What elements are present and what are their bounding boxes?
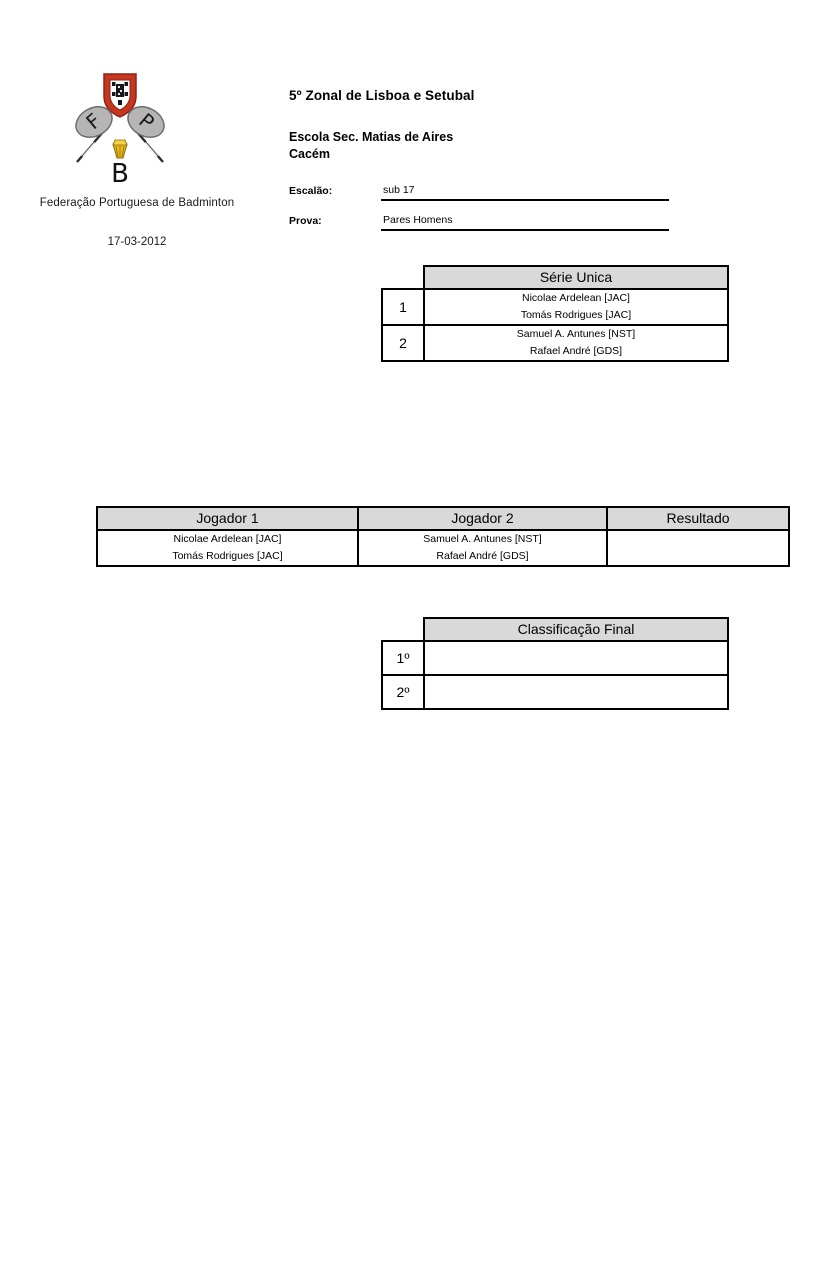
match-team-2-player-2: Rafael André [GDS]	[436, 550, 529, 562]
final-corner-blank	[382, 618, 424, 641]
document-date: 17-03-2012	[107, 236, 167, 248]
serie-header-row: Série Unica	[382, 265, 729, 290]
event-title: 5º Zonal de Lisboa e Setubal	[289, 88, 475, 103]
event-value[interactable]: Pares Homens	[381, 214, 669, 231]
federation-block: F P B	[22, 70, 252, 248]
match-team-1-player-1: Nicolae Ardelean [JAC]	[173, 533, 282, 545]
final-standings-table: Classificação Final 1º 2º	[381, 617, 729, 710]
serie-header-label: Série Unica	[423, 265, 729, 290]
match-header-result: Resultado	[606, 506, 790, 531]
serie-pair-1-player-1: Nicolae Ardelean [JAC]	[522, 292, 630, 304]
match-team-1-player-2: Tomás Rodrigues [JAC]	[172, 550, 283, 562]
event-label: Prova:	[289, 215, 322, 227]
event-header: 5º Zonal de Lisboa e Setubal Escola Sec.…	[289, 88, 719, 245]
venue-line-2: Cacém	[289, 147, 330, 161]
match-result-cell[interactable]	[606, 529, 790, 567]
serie-rank-2: 2	[381, 324, 425, 362]
final-name-2[interactable]	[423, 674, 729, 710]
table-row: 2º	[381, 674, 729, 710]
table-row: Nicolae Ardelean [JAC] Tomás Rodrigues […	[96, 529, 790, 567]
serie-pair-1-player-2: Tomás Rodrigues [JAC]	[520, 309, 632, 321]
match-table: Jogador 1 Jogador 2 Resultado Nicolae Ar…	[96, 506, 790, 567]
serie-rank-1: 1	[381, 288, 425, 326]
match-header-row: Jogador 1 Jogador 2 Resultado	[96, 506, 790, 531]
table-row: 1º	[381, 640, 729, 676]
event-field-row: Prova: Pares Homens	[289, 214, 719, 245]
serie-pair-2-player-2: Rafael André [GDS]	[529, 345, 623, 357]
table-row: 1 Nicolae Ardelean [JAC] Tomás Rodrigues…	[381, 288, 729, 326]
venue-line-1: Escola Sec. Matias de Aires	[289, 130, 454, 144]
serie-pair-2: Samuel A. Antunes [NST] Rafael André [GD…	[423, 324, 729, 362]
category-value[interactable]: sub 17	[381, 184, 669, 201]
match-header-player-1: Jogador 1	[96, 506, 359, 531]
final-header-label: Classificação Final	[423, 617, 729, 642]
final-name-1[interactable]	[423, 640, 729, 676]
serie-pair-2-player-1: Samuel A. Antunes [NST]	[516, 328, 636, 340]
serie-corner-blank	[382, 266, 424, 289]
final-header-row: Classificação Final	[382, 617, 729, 642]
final-rank-1: 1º	[381, 640, 425, 676]
svg-text:B: B	[111, 159, 129, 188]
fpb-logo-icon: F P B	[60, 70, 180, 188]
category-field-row: Escalão: sub 17	[289, 184, 719, 215]
match-header-player-2: Jogador 2	[357, 506, 608, 531]
serie-table: Série Unica 1 Nicolae Ardelean [JAC] Tom…	[381, 265, 729, 362]
serie-pair-1: Nicolae Ardelean [JAC] Tomás Rodrigues […	[423, 288, 729, 326]
federation-name: Federação Portuguesa de Badminton	[39, 197, 235, 209]
table-row: 2 Samuel A. Antunes [NST] Rafael André […	[381, 324, 729, 362]
final-rank-2: 2º	[381, 674, 425, 710]
category-label: Escalão:	[289, 185, 333, 197]
match-team-2-player-1: Samuel A. Antunes [NST]	[423, 533, 542, 545]
match-team-2: Samuel A. Antunes [NST] Rafael André [GD…	[357, 529, 608, 567]
event-venue: Escola Sec. Matias de Aires Cacém	[289, 129, 719, 163]
match-team-1: Nicolae Ardelean [JAC] Tomás Rodrigues […	[96, 529, 359, 567]
